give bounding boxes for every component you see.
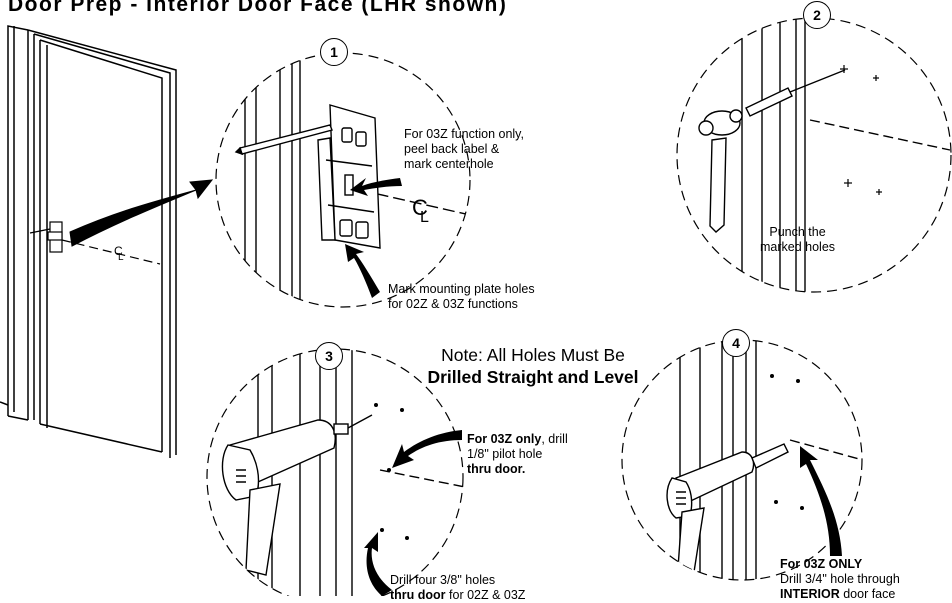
page-title: Door Prep - Interior Door Face (LHR show… (8, 0, 508, 16)
arrow-centerhole (350, 178, 402, 196)
step3-pilot-note: For 03Z only, drill 1/8" pilot hole thru… (467, 432, 568, 476)
cl-symbol-1: C (412, 195, 428, 220)
cl-mark-door-l: L (118, 252, 124, 263)
step1-detail (234, 53, 470, 307)
step4-hole-dots (770, 374, 804, 510)
step1-mounting-note: Mark mounting plate holes for 02Z & 03Z … (388, 282, 535, 311)
arrow-four-holes (364, 532, 392, 596)
arrow-3-4-hole (800, 446, 842, 556)
step3-detail (221, 349, 463, 596)
cl-mark-door: C (114, 244, 123, 258)
arrow-mounting (345, 244, 380, 298)
door-handle-small (29, 221, 161, 265)
step2-detail (698, 18, 951, 292)
step1-function-note: For 03Z function only, peel back label &… (404, 127, 524, 171)
step3-hole-dots (374, 403, 409, 540)
door-frame (0, 25, 177, 458)
step4-note: For 03Z ONLY Drill 3/4" hole through INT… (780, 557, 900, 601)
step3-detail-circle (206, 348, 464, 596)
level-note: Note: All Holes Must Be Drilled Straight… (427, 345, 639, 387)
cl-symbol-1-l: L (420, 209, 429, 226)
step4-detail (666, 340, 862, 580)
step2-note: Punch the marked holes (760, 225, 836, 254)
arrow-to-step1 (69, 179, 214, 247)
step3-holes-note: Drill four 3/8" holes thru door for 02Z … (390, 573, 526, 602)
step-4-badge: 4 (722, 329, 750, 357)
step-2-badge: 2 (803, 1, 831, 29)
step-1-badge: 1 (320, 38, 348, 66)
step-3-badge: 3 (315, 342, 343, 370)
arrow-pilot (392, 430, 462, 468)
punch-marks (840, 65, 882, 195)
